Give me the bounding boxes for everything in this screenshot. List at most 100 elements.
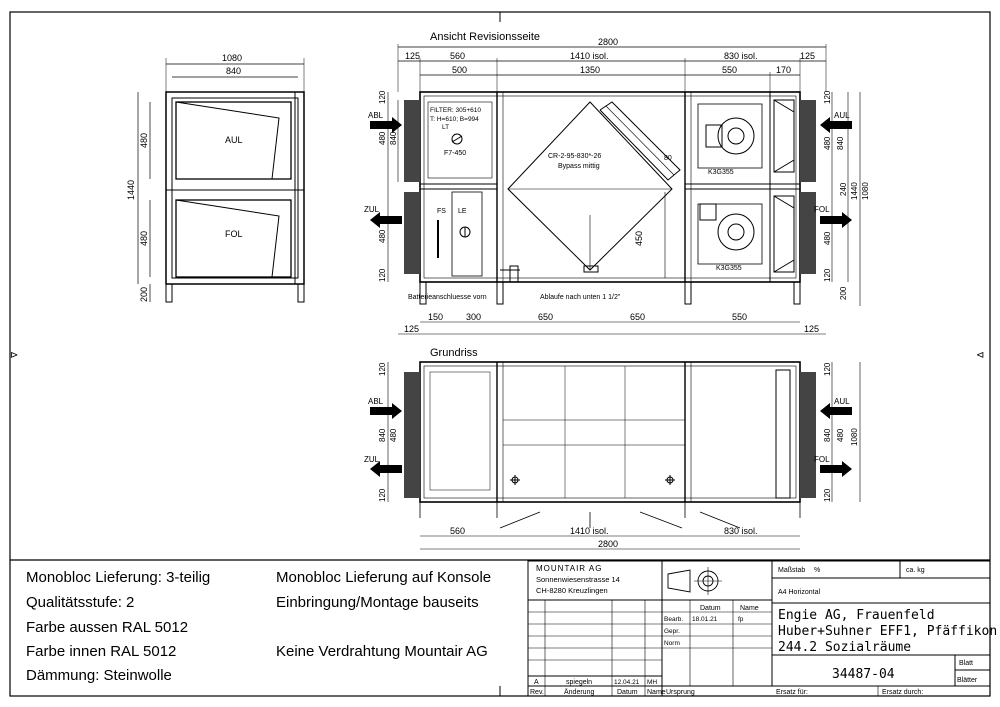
side-rdim-240: 240	[839, 182, 848, 196]
side-bdim-125a: 125	[404, 324, 419, 334]
tb-city: CH-8280 Kreuzlingen	[536, 586, 608, 595]
connector-abl-left	[404, 100, 420, 182]
front-dim-840: 840	[226, 66, 241, 76]
side-dim-1410: 1410 isol.	[570, 51, 609, 61]
side-dim-total: 2800	[598, 37, 618, 47]
tb-row-bearb: Bearb.	[664, 616, 683, 623]
tb-rev-letter: A	[534, 679, 539, 686]
plan-aul: AUL	[834, 397, 850, 406]
filter-text-3: LT	[442, 124, 449, 131]
side-dim-125b: 125	[800, 51, 815, 61]
hx-type: CR-2-95-830*-26	[548, 153, 601, 160]
plan-dim-total: 2800	[598, 539, 618, 549]
plan-rdim-1: 120	[823, 362, 832, 376]
side-view-title: Ansicht Revisionsseite	[430, 31, 540, 43]
tb-format: A4 Horizontal	[778, 589, 820, 596]
filter-text-1: FILTER: 305+610	[430, 107, 481, 114]
side-dim-560: 560	[450, 51, 465, 61]
side-rdim-5: 120	[823, 268, 832, 282]
side-dim-170: 170	[776, 65, 791, 75]
side-fol: FOL	[814, 205, 830, 214]
tb-h-rev: Rev.	[530, 689, 544, 696]
side-ldim-3: 840	[389, 131, 398, 145]
front-label-aul: AUL	[225, 135, 243, 145]
side-abl: ABL	[368, 111, 384, 120]
fan-lower-type: K3G355	[716, 265, 742, 272]
plan-rdim-2: 840	[823, 428, 832, 442]
front-dim-200: 200	[139, 287, 149, 302]
side-aul: AUL	[834, 111, 850, 120]
note-mid-4: Keine Verdrahtung Mountair AG	[276, 643, 488, 660]
tb-street: Sonnenwiesenstrasse 14	[536, 575, 620, 584]
tb-rev-text: spiegeln	[566, 679, 592, 686]
side-rdim-4: 480	[823, 231, 832, 245]
tb-row-norm: Norm	[664, 640, 680, 647]
side-rdim-3: 840	[836, 136, 845, 150]
center-mark-right: ⊲	[976, 350, 984, 361]
center-mark-left: ⊳	[10, 350, 18, 361]
front-label-fol: FOL	[225, 229, 243, 239]
title-block: MOUNTAIR AG Sonnenwiesenstrasse 14 CH-82…	[527, 560, 997, 697]
tb-massstab-value: %	[814, 567, 820, 574]
hx-dim-80: 80	[664, 155, 672, 162]
tb-h-aenderung: Änderung	[564, 688, 594, 696]
plan-zul: ZUL	[364, 455, 380, 464]
tb-blaetter: Blätter	[957, 677, 978, 684]
side-bdim-150: 150	[428, 312, 443, 322]
note-left-2: Qualitätsstufe: 2	[26, 594, 135, 611]
front-dim-480b: 480	[139, 231, 149, 246]
tb-company: MOUNTAIR AG	[536, 564, 602, 573]
note-left-3: Farbe aussen RAL 5012	[26, 619, 189, 636]
tb-project-3: 244.2 Sozialräume	[778, 640, 911, 655]
front-view: AUL FOL 1080 840 1440 480 480 200	[126, 53, 305, 303]
side-bdim-550: 550	[732, 312, 747, 322]
front-dim-1080: 1080	[222, 53, 242, 63]
tb-h-ursprung: Ursprung	[666, 689, 695, 696]
tb-project-2: Huber+Suhner EFF1, Pfäffikon	[778, 624, 997, 639]
tb-drawing-number: 34487-04	[832, 667, 895, 682]
upper-opening	[175, 101, 292, 180]
plan-view-title: Grundriss	[430, 347, 478, 359]
coil-label-le: LE	[458, 208, 467, 215]
side-dim-550: 550	[722, 65, 737, 75]
note-left-5: Dämmung: Steinwolle	[26, 667, 172, 684]
tb-h-name: Name	[647, 689, 666, 696]
tb-col-name: Name	[740, 605, 759, 612]
note-battery: Batterieanschluesse vorn	[408, 294, 487, 301]
side-ldim-2: 480	[378, 131, 387, 145]
side-ldim-1: 120	[378, 90, 387, 104]
side-rdim-1080: 1080	[861, 182, 870, 200]
side-view: Ansicht Revisionsseite 2800 125 560 1410…	[364, 31, 870, 335]
note-drain: Ablaufe nach unten 1 1/2"	[540, 294, 621, 301]
tb-row-bearb-name: fp	[738, 616, 744, 623]
note-left-4: Farbe innen RAL 5012	[26, 643, 177, 660]
plan-rdim-5: 120	[823, 488, 832, 502]
tb-row-bearb-date: 18.01.21	[692, 616, 718, 623]
side-rdim-1: 120	[823, 90, 832, 104]
side-rdim-2: 480	[823, 136, 832, 150]
plan-bdim-560: 560	[450, 526, 465, 536]
filter-class: F7-450	[444, 150, 466, 157]
connector-fol-right	[800, 192, 816, 274]
plan-ldim-2: 840	[378, 428, 387, 442]
tb-rev-name: MH	[647, 679, 657, 686]
plan-ldim-3: 480	[389, 428, 398, 442]
side-bdim-650b: 650	[630, 312, 645, 322]
side-dim-830: 830 isol.	[724, 51, 758, 61]
front-dim-1440: 1440	[126, 180, 136, 200]
tb-blatt: Blatt	[959, 660, 973, 667]
fan-lower	[697, 203, 763, 265]
note-mid-2: Einbringung/Montage bauseits	[276, 594, 479, 611]
side-zul: ZUL	[364, 205, 380, 214]
plan-ldim-1: 120	[378, 362, 387, 376]
hx-bypass: Bypass mittig	[558, 163, 600, 170]
plan-rdim-3: 480	[836, 428, 845, 442]
projection-symbol-icon	[667, 567, 722, 595]
fan-upper	[697, 103, 763, 169]
side-bdim-125b: 125	[804, 324, 819, 334]
side-rdim-200: 200	[839, 286, 848, 300]
side-ldim-4: 480	[378, 229, 387, 243]
connector-aul-right	[800, 100, 816, 182]
lower-opening	[175, 199, 292, 278]
